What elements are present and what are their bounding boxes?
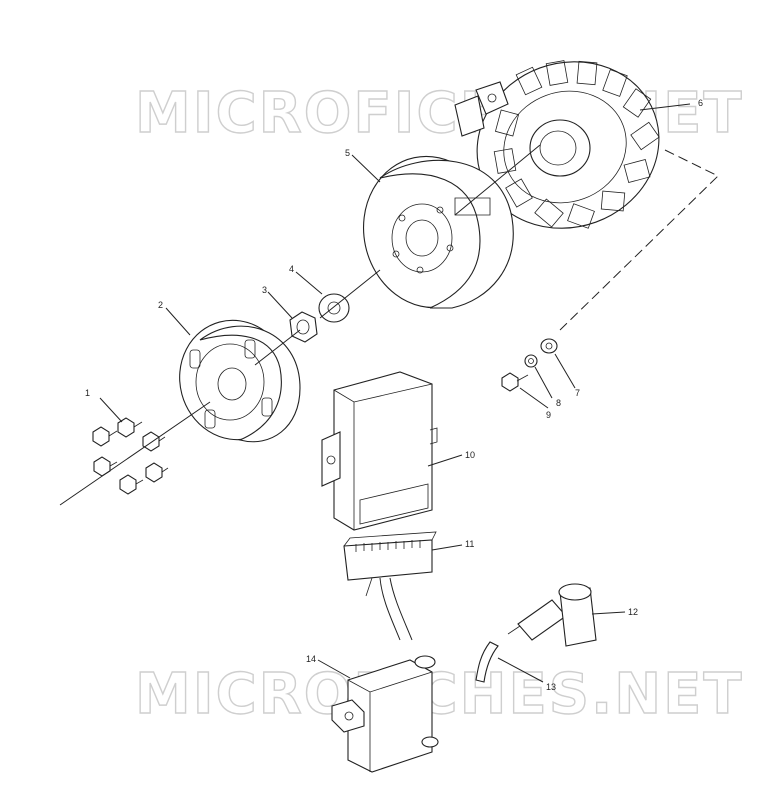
cdi-module	[321, 371, 438, 531]
callout-2: 2	[158, 300, 163, 310]
nut	[289, 311, 318, 343]
callout-8: 8	[556, 398, 561, 408]
ignition-coil	[331, 655, 439, 773]
callout-7: 7	[575, 388, 580, 398]
callout-11: 11	[465, 539, 474, 549]
ht-lead	[475, 641, 499, 683]
callout-labels: 1 2 3 4 5 6 7 8 9 10 11 12 13 14	[85, 98, 703, 692]
stator	[454, 60, 660, 229]
watermark-bottom: MICROFICHES.NET	[135, 662, 744, 727]
leader-lines	[59, 103, 719, 683]
callout-1: 1	[85, 388, 90, 398]
callout-13: 13	[546, 682, 556, 692]
callout-4: 4	[289, 264, 294, 274]
callout-12: 12	[628, 607, 638, 617]
starter-cup	[179, 319, 301, 443]
callout-10: 10	[465, 450, 475, 460]
callout-9: 9	[546, 410, 551, 420]
callout-3: 3	[262, 285, 267, 295]
connector	[343, 531, 437, 641]
spark-plug-cap	[507, 583, 597, 647]
callout-5: 5	[345, 148, 350, 158]
callout-6: 6	[698, 98, 703, 108]
bolts	[92, 417, 169, 495]
small-hardware	[501, 338, 558, 392]
callout-14: 14	[306, 654, 316, 664]
flywheel	[362, 155, 514, 309]
